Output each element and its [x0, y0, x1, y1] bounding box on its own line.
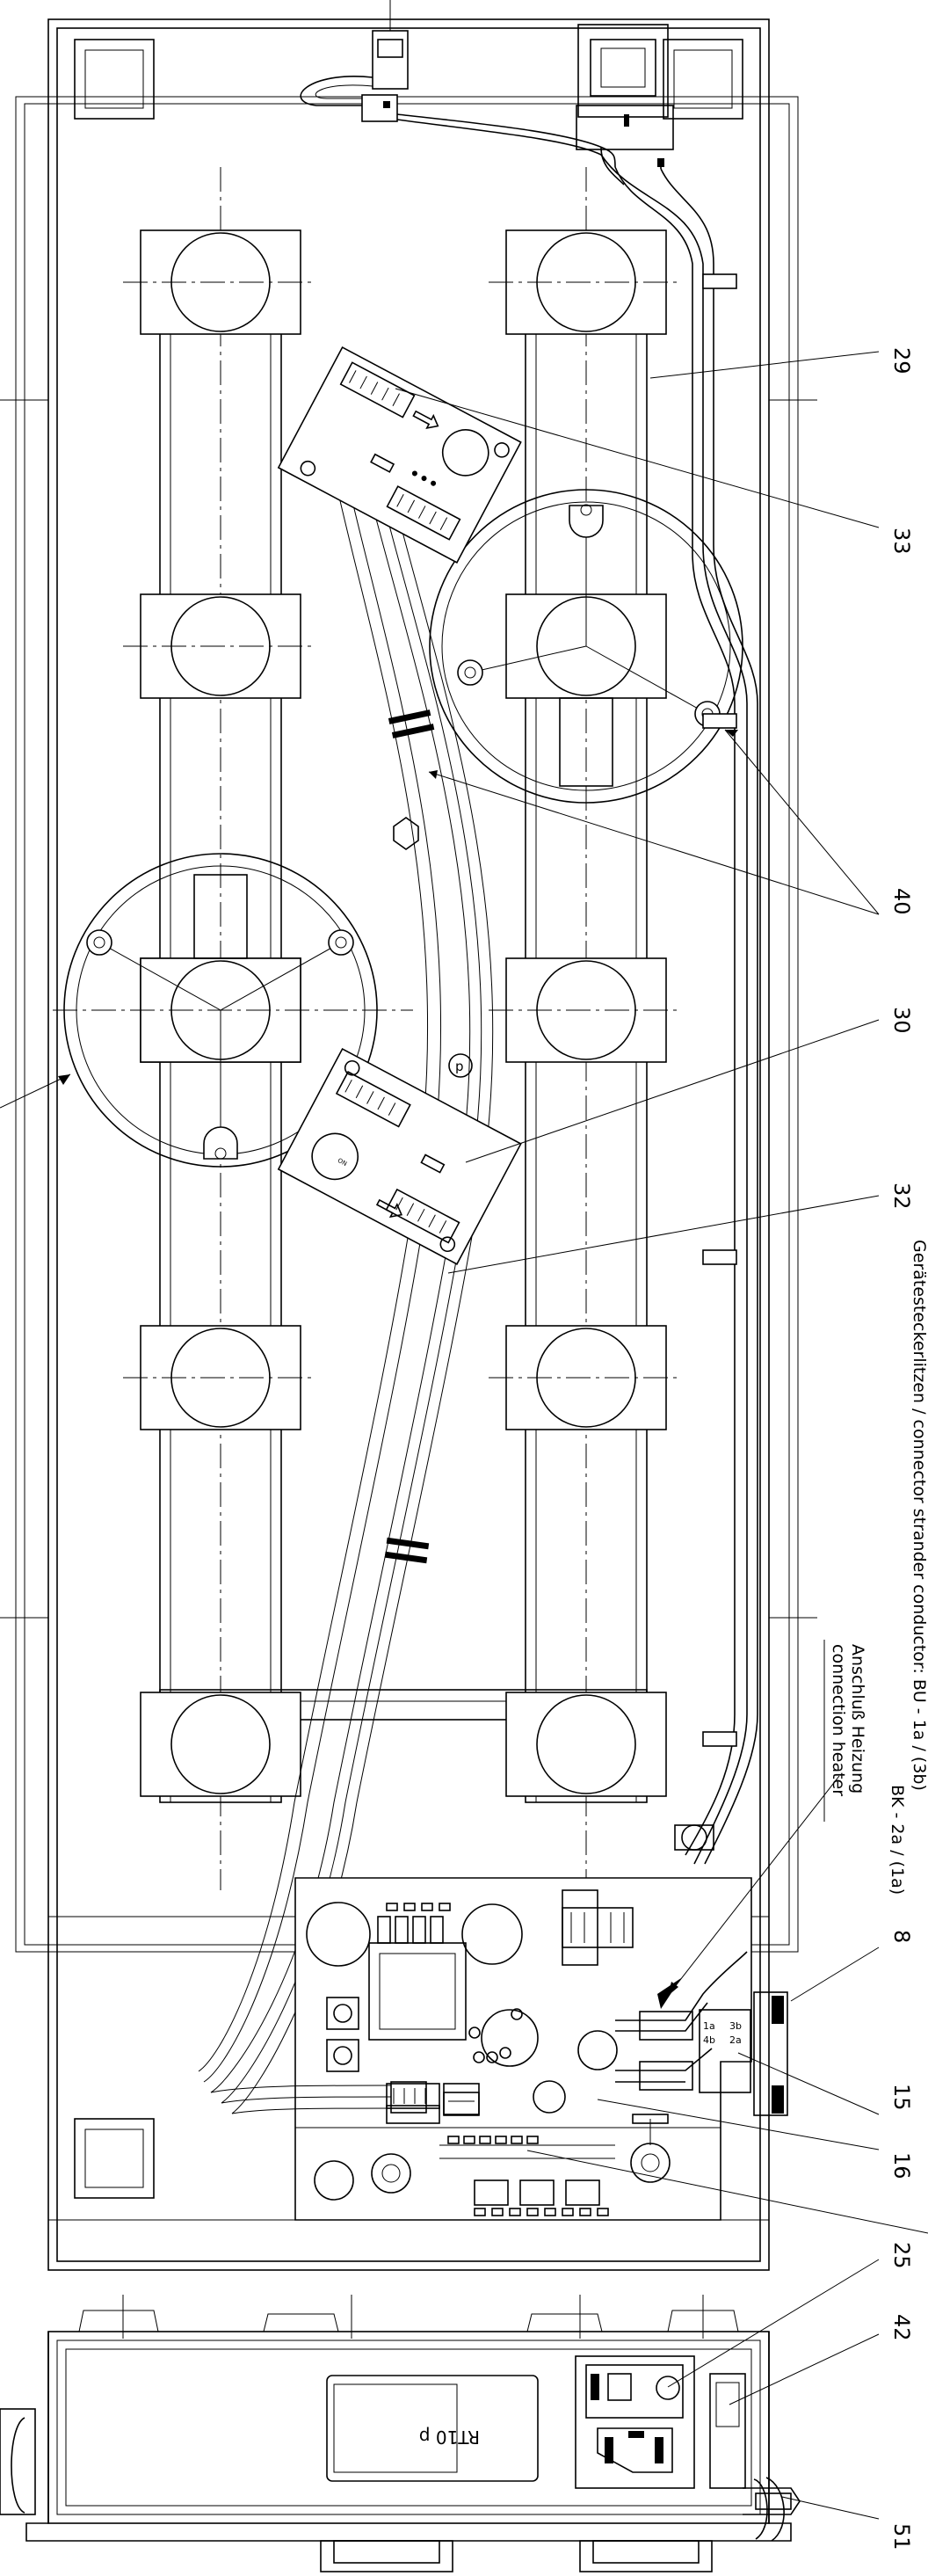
top-connector-block [576, 24, 674, 186]
fuse-holder [709, 2373, 746, 2489]
drive-disc-lower [53, 853, 413, 1168]
housing-bottom [0, 2295, 792, 2572]
notes: Gerätesteckerlitzen / connector strander… [823, 1240, 928, 1895]
pcb-ribbon-connector [210, 2081, 427, 2114]
connector-note-line1: Gerätesteckerlitzen / connector strander… [910, 1240, 928, 1791]
terminal-1a: 1a [703, 2020, 715, 2032]
heater-note-line1: Anschluß Heizung [848, 1644, 867, 1794]
callout-32: 32 [889, 1182, 914, 1210]
iec-power-inlet [575, 2355, 695, 2489]
roller [140, 1692, 301, 1797]
callout-16: 16 [889, 2152, 914, 2179]
top-cable-gland [300, 0, 409, 122]
main-pcb [294, 1877, 752, 2221]
sensor-board-lower: ON [277, 1047, 522, 1265]
roller [123, 229, 316, 335]
rating-plate: RT10 p [326, 2375, 539, 2482]
terminal-4b: 4b [703, 2034, 715, 2046]
rating-plate-label: RT10 p [419, 2427, 480, 2448]
roller [489, 229, 682, 335]
callouts: 29 33 40 30 32 8 15 16 25 42 51 [889, 347, 914, 2551]
roller [123, 1325, 316, 1430]
wire-harness-right [396, 113, 758, 1865]
roller [489, 957, 682, 1063]
callout-40: 40 [889, 888, 914, 915]
callout-51: 51 [889, 2523, 914, 2551]
housing-feet [74, 39, 743, 2199]
heater-note-line2: connection heater [829, 1644, 848, 1796]
roller [505, 1692, 667, 1797]
sensor-board-upper [277, 346, 522, 564]
connector-note-line2: BK - 2a / (1a) [888, 1785, 907, 1895]
callout-15: 15 [889, 2084, 914, 2111]
callout-42: 42 [889, 2314, 914, 2341]
callout-8: 8 [889, 1930, 914, 1943]
callout-25: 25 [889, 2242, 914, 2269]
marker-p: p [448, 1053, 473, 1078]
callout-33: 33 [889, 528, 914, 555]
leader-lines [0, 351, 928, 2520]
callout-30: 30 [889, 1007, 914, 1034]
marker-p-label: p [455, 1059, 464, 1074]
ribbon-cable [198, 474, 494, 2114]
terminal-3b: 3b [729, 2020, 742, 2032]
power-terminals: 1a 4b 3b 2a [615, 1951, 788, 2116]
callout-29: 29 [889, 347, 914, 375]
roller [123, 593, 316, 699]
roller [489, 1325, 682, 1430]
terminal-2a: 2a [729, 2034, 742, 2046]
